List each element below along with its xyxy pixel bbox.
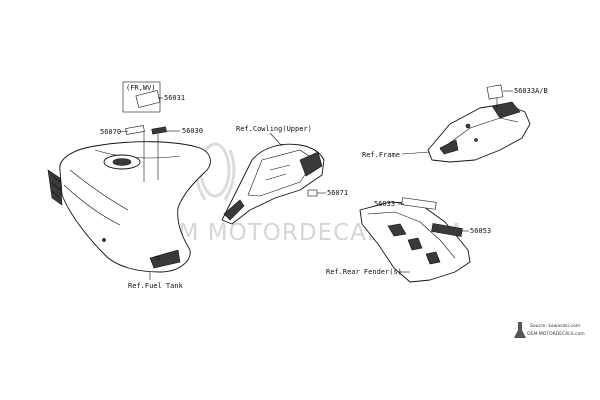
fuel-tank	[47, 141, 211, 273]
decal-56030	[151, 126, 167, 135]
decal-56053	[431, 223, 463, 237]
decal-56071	[307, 189, 318, 197]
source-line-1: Source: kawasaki.com	[530, 323, 580, 329]
upper-cowling	[221, 143, 325, 225]
label-ref-cowling-upper: Ref.Cowling(Upper)	[236, 125, 312, 133]
label-ref-fuel-tank: Ref.Fuel Tank	[128, 282, 184, 290]
source-logo-icon	[514, 322, 526, 338]
rear-fender	[359, 201, 471, 283]
decal-56033	[401, 197, 437, 210]
decal-56070	[125, 125, 145, 135]
label-ref-frame: Ref.Frame	[362, 151, 400, 159]
frame-part	[427, 101, 531, 163]
label-56033: 56033	[374, 200, 395, 208]
source-credit: Source: kawasaki.com OEM-MOTORDECALS.com	[514, 322, 585, 338]
callout-fr-wv: (FR,WV)	[122, 81, 161, 113]
label-fr-wv: (FR,WV)	[126, 84, 156, 92]
label-56053: 56053	[470, 227, 491, 235]
label-56070: 56070	[100, 128, 121, 136]
label-56071: 56071	[327, 189, 348, 197]
label-56030: 56030	[182, 127, 203, 135]
decal-56033ab	[486, 84, 504, 100]
label-ref-rear-fender: Ref.Rear Fender(s)	[326, 268, 402, 276]
source-line-2: OEM-MOTORDECALS.com	[527, 331, 585, 337]
label-56031: 56031	[164, 94, 185, 102]
decal-56031	[135, 90, 161, 108]
label-56033ab: 56033A/B	[514, 87, 548, 95]
